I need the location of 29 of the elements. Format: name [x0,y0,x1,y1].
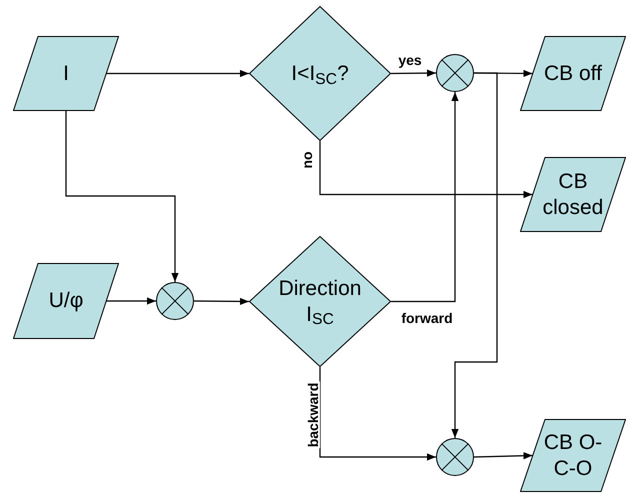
arrow [474,452,533,460]
output-parallelogram [520,419,626,492]
output-parallelogram [520,36,626,111]
arrow [391,70,436,77]
node-label: I<I$_{SC}$? [290,60,350,86]
input-parallelogram [13,36,119,111]
node-label: CB off [543,60,603,86]
arrow [451,72,498,438]
node-label: Direction I$_{SC}$ [278,276,362,327]
decision-diamond [249,236,391,367]
arrow [319,367,436,461]
multiplier-circle [436,54,474,92]
multiplier-circle [156,282,194,320]
arrow [194,298,249,306]
arrow [106,297,156,305]
arrow [391,92,459,302]
node-label: CB closed [542,169,604,220]
node-label: I [62,60,70,86]
arrow [319,141,532,198]
input-parallelogram [13,263,119,339]
node-label: U/φ [48,288,84,314]
arrow [106,70,249,78]
node-label: CB O-C-O [542,430,604,481]
arrow [65,111,179,282]
output-parallelogram [520,157,626,232]
decision-diamond [249,6,391,141]
multiplier-circle [436,438,474,476]
edge-label: forward [400,311,454,325]
edge-label: backward [306,382,320,448]
